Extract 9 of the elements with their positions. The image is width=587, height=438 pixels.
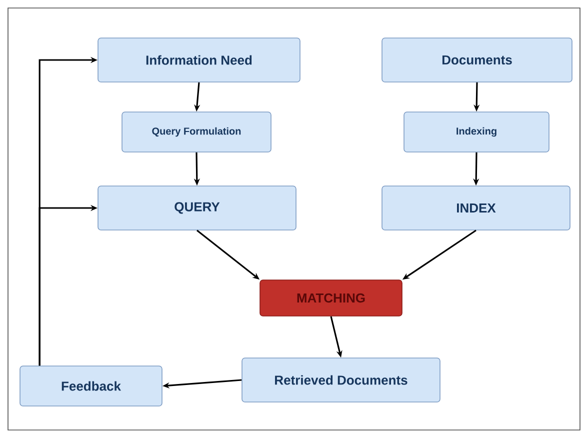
process-box: Retrieved Documents (242, 358, 440, 402)
matching-box: MATCHING (260, 280, 402, 316)
process-box: INDEX (382, 186, 570, 230)
process-box: Documents (382, 38, 572, 82)
process-box: Query Formulation (122, 112, 272, 152)
process-box: Feedback (20, 366, 162, 406)
process-box: QUERY (98, 186, 296, 230)
process-box: Indexing (404, 112, 550, 152)
process-box: Information Need (98, 38, 300, 82)
